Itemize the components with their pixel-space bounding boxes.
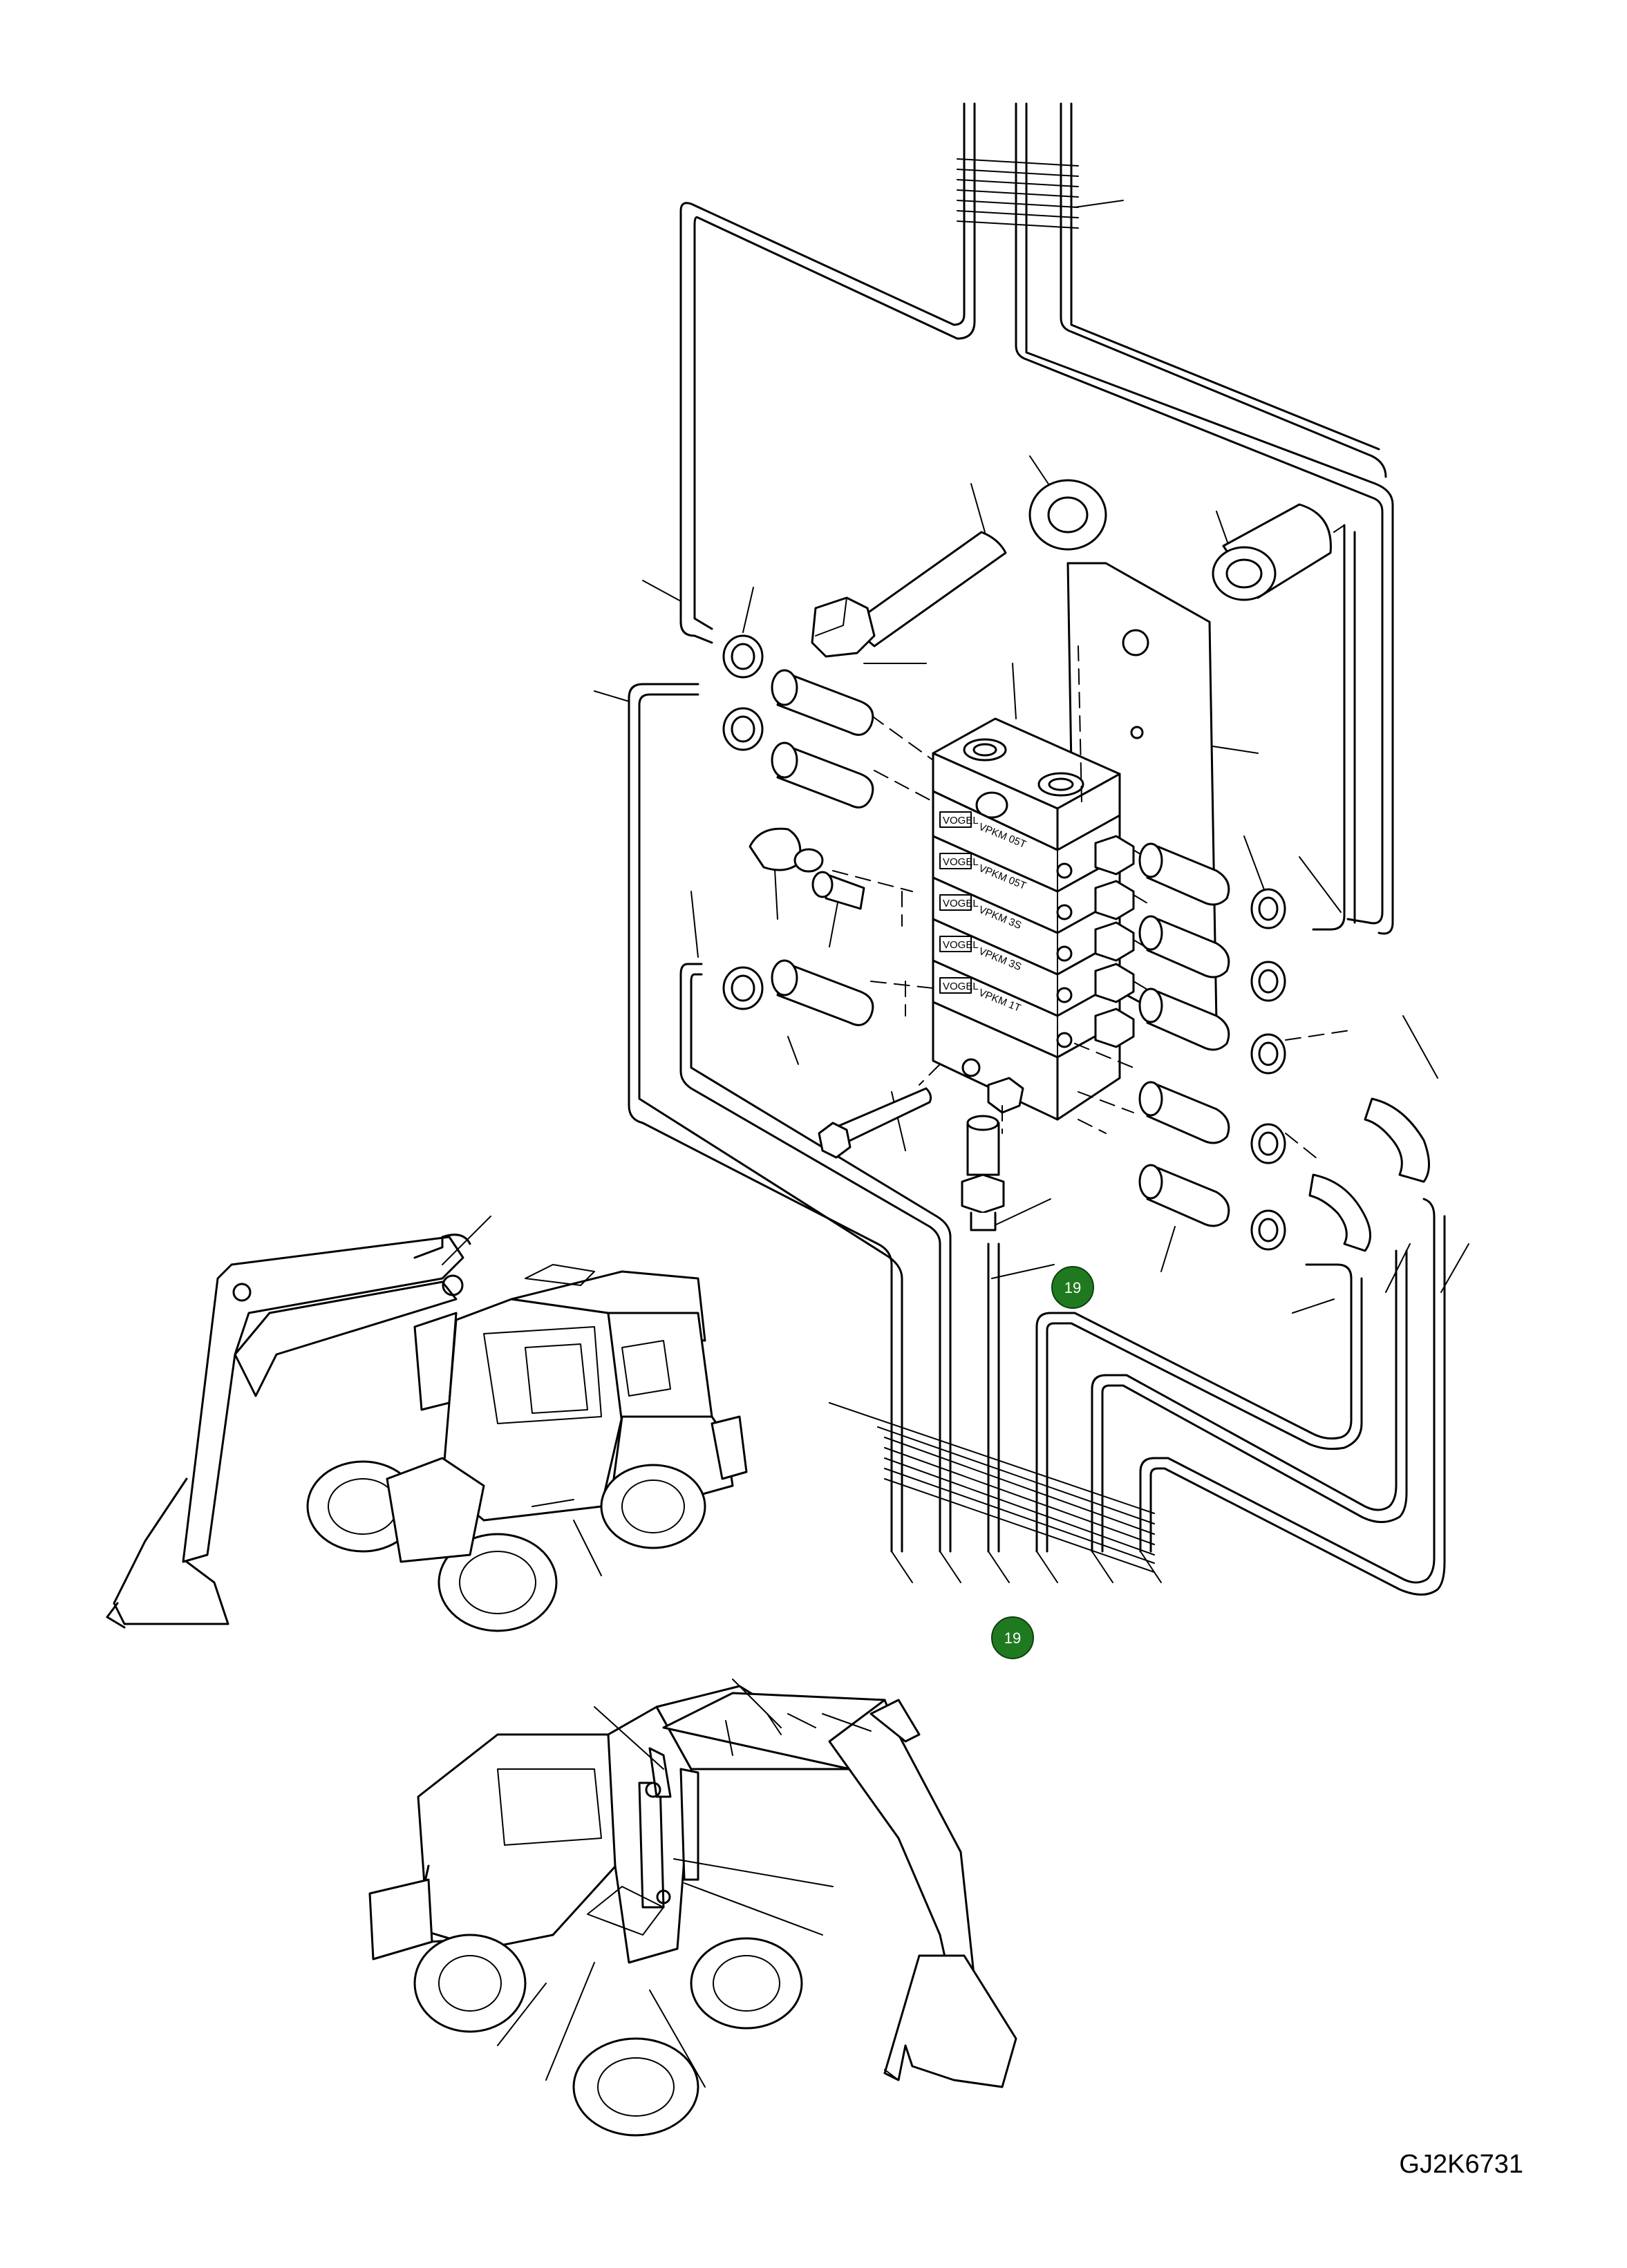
callout-badge-2[interactable]: 19 [991, 1616, 1034, 1659]
assembly-dashes [832, 645, 1355, 1162]
drawing-number: GJ2K6731 [1399, 2150, 1523, 2179]
callout-badge-1[interactable]: 19 [1051, 1266, 1094, 1309]
block-brand-5: VOGEL [943, 981, 979, 992]
excavator-bottom-view [368, 1679, 1017, 2137]
block-brand-2: VOGEL [943, 856, 979, 868]
left-connectors [722, 634, 1005, 1231]
pipe-lines [628, 102, 1446, 1596]
block-brand-1: VOGEL [943, 815, 979, 826]
right-connectors [1138, 842, 1430, 1252]
distributor-block: VOGEL VPKM 05T VOGEL VPKM 05T VOGEL VPKM… [932, 717, 1135, 1121]
block-brand-3: VOGEL [943, 898, 979, 909]
top-bolt [811, 479, 1107, 658]
callout-number-1: 19 [1064, 1279, 1081, 1296]
callout-number-2: 19 [1004, 1629, 1021, 1647]
block-brand-4: VOGEL [943, 939, 979, 951]
excavator-top-view [106, 1216, 748, 1632]
